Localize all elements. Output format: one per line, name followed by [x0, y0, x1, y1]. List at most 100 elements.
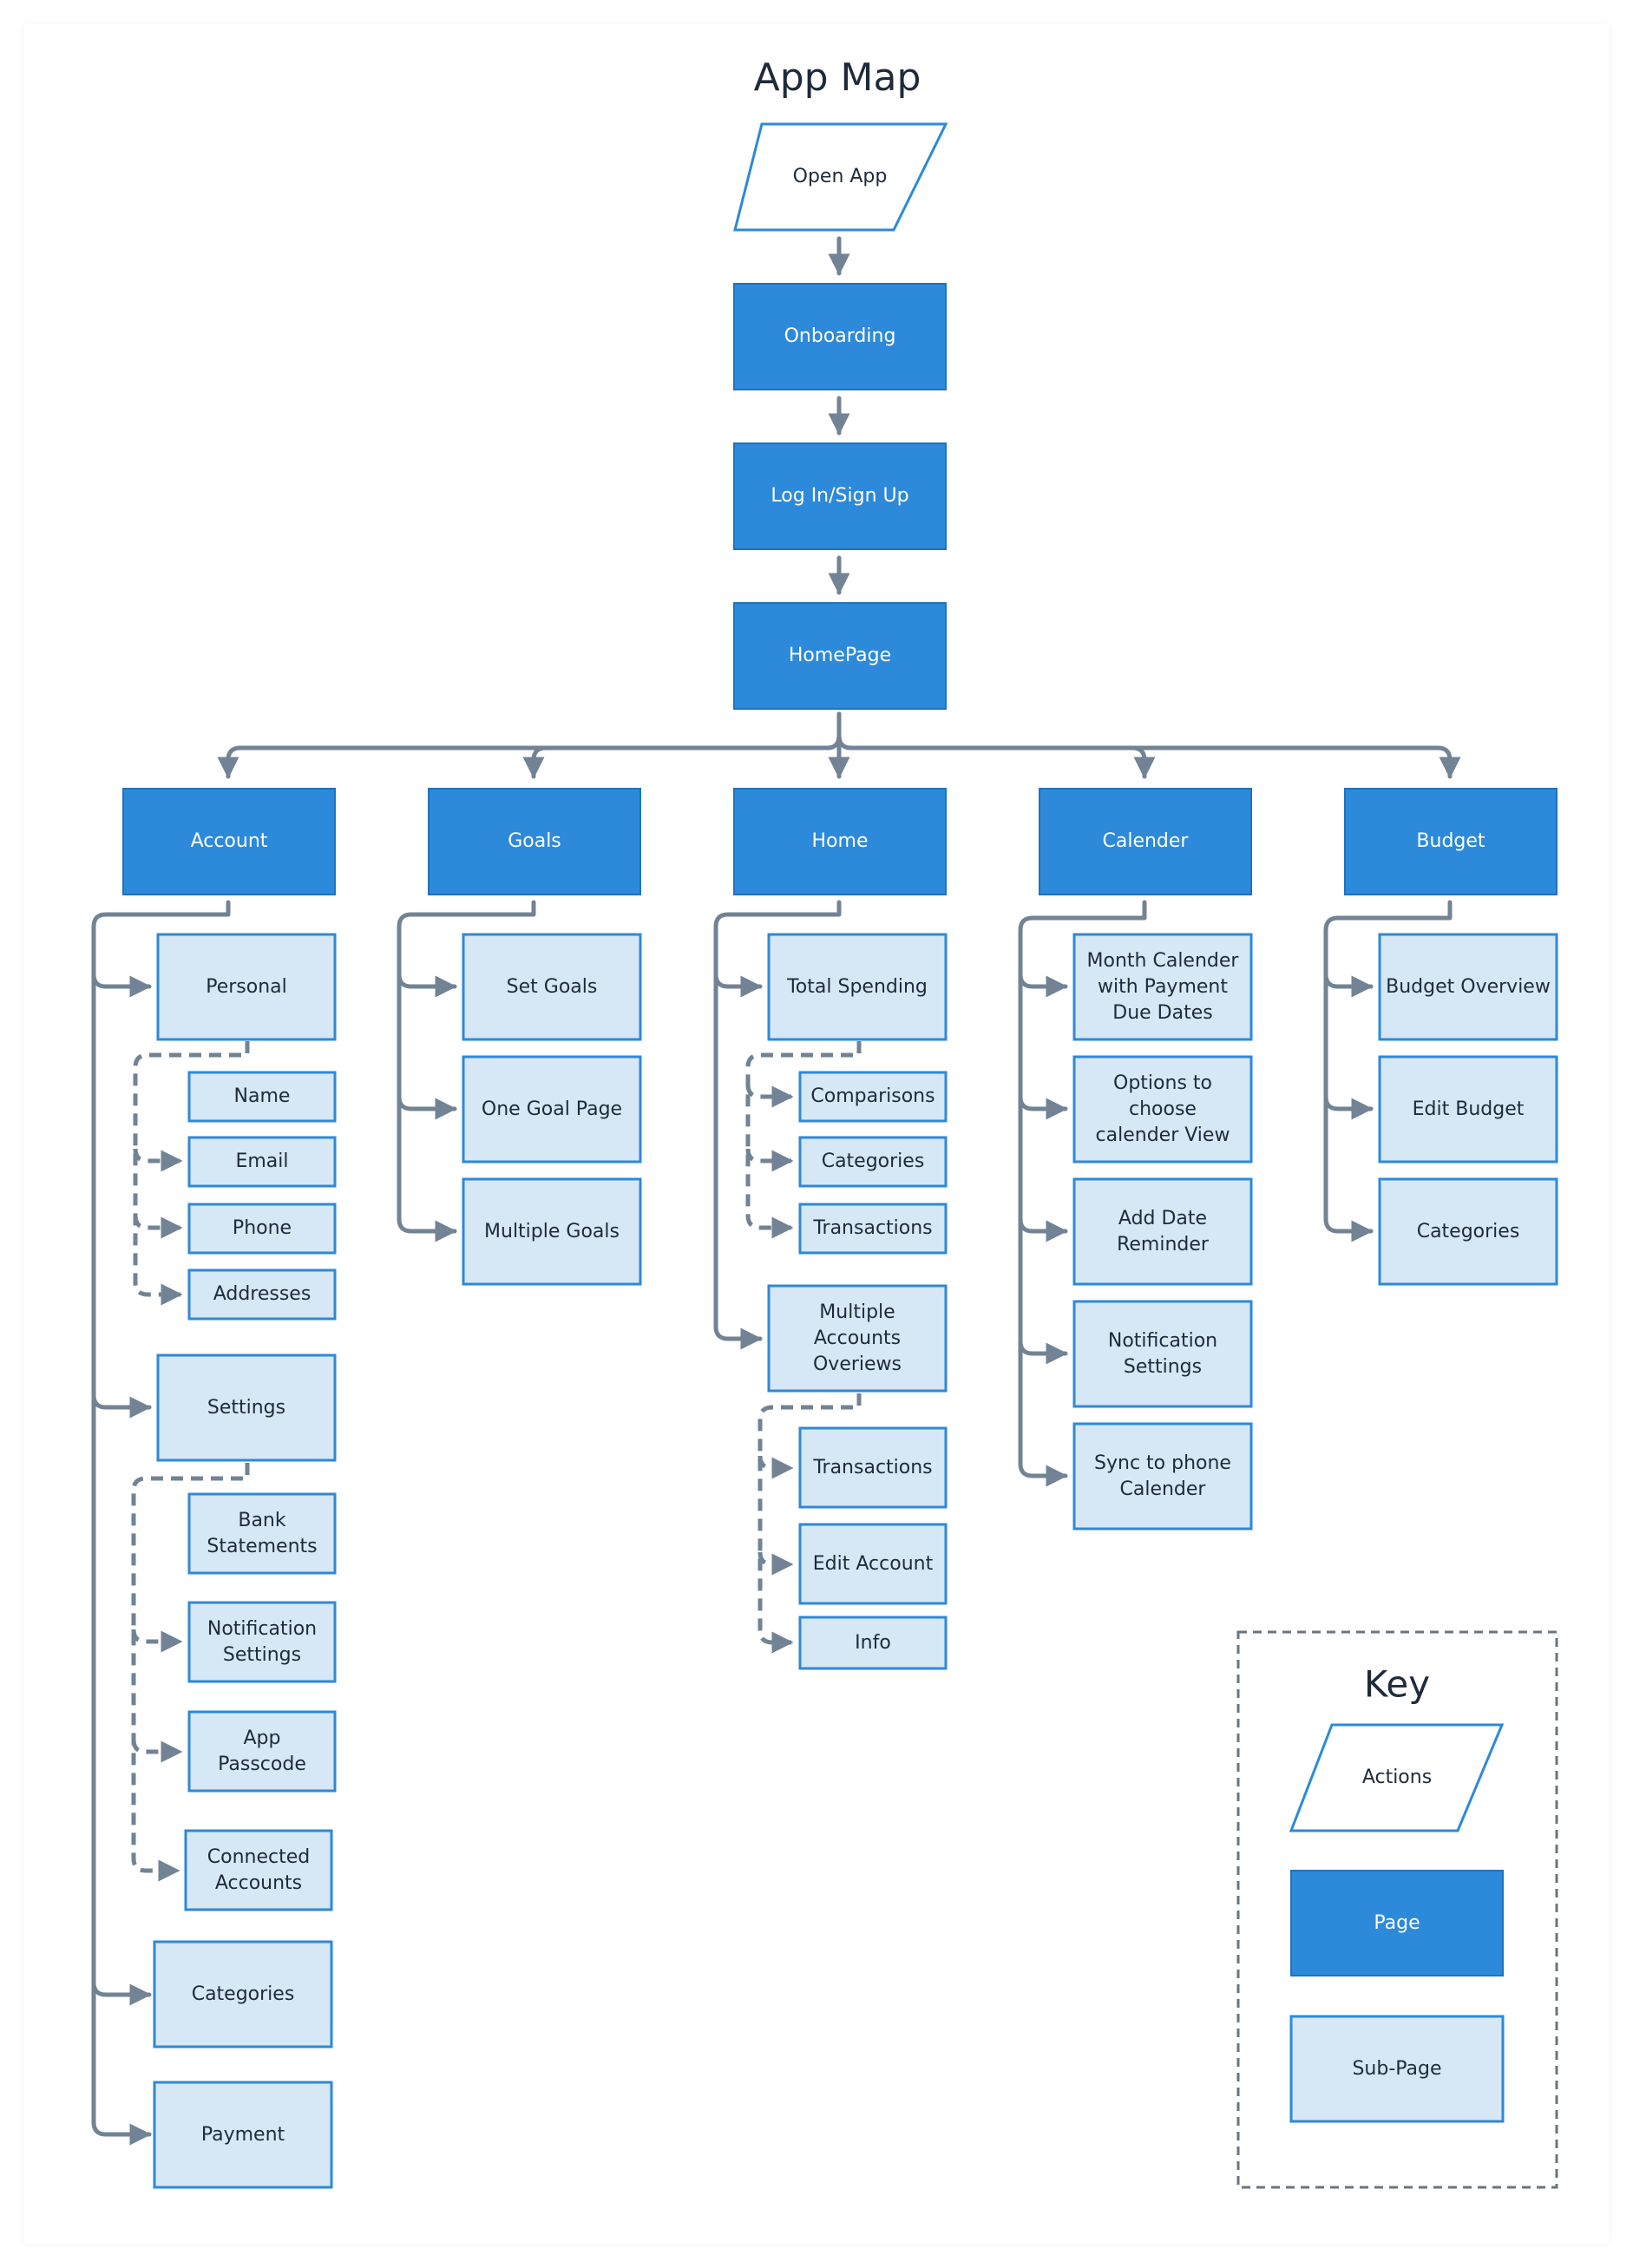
dashed-personal-email — [133, 1148, 183, 1172]
arrow-homepage-calender — [836, 711, 1156, 779]
node-label: Phone — [233, 1217, 292, 1239]
dashed-connectors — [131, 1041, 862, 1882]
arrow-budget-categories — [1323, 900, 1453, 1242]
node-label: Set Goals — [507, 976, 598, 998]
connectors — [91, 236, 1461, 2146]
node-label: Log In/Sign Up — [771, 485, 908, 507]
node-onboarding: Onboarding — [733, 283, 947, 390]
node-calender: Calender — [1039, 788, 1252, 895]
arrow-homepage-goals — [522, 711, 842, 779]
node-label: Comparisons — [810, 1085, 935, 1107]
arrow-account-categories — [91, 1980, 152, 2006]
arrow-goals-multiple — [397, 900, 536, 1242]
node-label: Calender — [1103, 830, 1190, 852]
node-label: Onboarding — [784, 325, 896, 347]
node-settings: Settings — [156, 1354, 337, 1462]
node-label: Transactions — [812, 1217, 932, 1239]
dashed-settings-passcode — [131, 1739, 183, 1763]
arrow-budget-edit — [1323, 1094, 1374, 1120]
node-budget-categories: Categories — [1378, 1177, 1558, 1286]
node-label: Edit Budget — [1413, 1098, 1525, 1120]
node-label: Transactions — [812, 1457, 932, 1478]
node-open-app: Open App — [733, 122, 948, 232]
node-label: Payment — [201, 2124, 285, 2146]
node-label: Edit Account — [813, 1553, 934, 1575]
key-subpage: Sub-Page — [1289, 2015, 1505, 2123]
dashed-settings-notification — [131, 1629, 183, 1653]
node-label: Categories — [822, 1150, 925, 1172]
arrow-account-personal — [91, 972, 152, 998]
node-label: HomePage — [789, 645, 891, 666]
arrow-budget-overview — [1323, 972, 1374, 998]
node-label: Personal — [206, 976, 287, 998]
key-page: Page — [1290, 1870, 1504, 1976]
node-account: Account — [122, 788, 336, 895]
node-label: Categories — [1417, 1221, 1520, 1242]
node-budget: Budget — [1344, 788, 1558, 895]
node-account-categories: Categories — [153, 1940, 333, 2048]
node-label: Account — [191, 830, 268, 852]
node-label: Goals — [508, 830, 561, 852]
arrow-homepage-budget — [836, 711, 1461, 779]
node-label: Budget Overview — [1386, 976, 1551, 998]
arrow-calender-sync — [1018, 900, 1147, 1487]
key-legend: Key Actions Page Sub-Page — [1236, 1630, 1558, 2189]
arrow-home-total-spending — [713, 972, 763, 998]
node-info: Info — [798, 1616, 948, 1670]
dashed-multiaccounts-transactions — [757, 1455, 794, 1479]
dashed-multiaccounts-info — [757, 1393, 862, 1654]
node-set-goals: Set Goals — [462, 933, 642, 1041]
node-edit-account: Edit Account — [798, 1523, 948, 1605]
node-edit-budget: Edit Budget — [1378, 1055, 1558, 1163]
arrow-calender-options — [1018, 1094, 1068, 1120]
arrow-calender-reminder — [1018, 1216, 1068, 1242]
node-home-transactions: Transactions — [798, 1203, 948, 1255]
dashed-spending-comparisons — [745, 1084, 794, 1108]
arrow-account-payment — [91, 900, 231, 2146]
node-label: One Goal Page — [482, 1098, 622, 1120]
node-phone: Phone — [187, 1203, 337, 1255]
dashed-personal-phone — [133, 1215, 183, 1239]
arrow-goals-set — [397, 972, 457, 998]
node-name: Name — [187, 1071, 337, 1123]
dashed-spending-transactions — [745, 1041, 862, 1239]
node-personal: Personal — [156, 933, 337, 1041]
node-label: Total Spending — [786, 976, 928, 998]
arrow-home-multiple-accounts — [713, 900, 842, 1350]
node-label: Addresses — [213, 1283, 312, 1305]
page-title: App Map — [754, 56, 921, 100]
node-label: Multiple Goals — [484, 1221, 620, 1242]
dashed-spending-categories — [745, 1148, 794, 1172]
node-homepage: HomePage — [733, 602, 947, 710]
node-addresses: Addresses — [187, 1268, 337, 1321]
node-payment: Payment — [153, 2081, 333, 2189]
node-label: Email — [235, 1150, 288, 1172]
node-one-goal-page: One Goal Page — [462, 1055, 642, 1163]
key-subpage-label: Sub-Page — [1352, 2058, 1441, 2080]
node-goals: Goals — [428, 788, 641, 895]
key-title: Key — [1364, 1663, 1430, 1706]
node-account-transactions: Transactions — [798, 1426, 948, 1509]
node-label: Info — [855, 1632, 891, 1654]
arrow-goals-one — [397, 1094, 457, 1120]
node-login: Log In/Sign Up — [733, 442, 947, 550]
node-budget-overview: Budget Overview — [1378, 933, 1558, 1041]
arrow-account-settings — [91, 1393, 152, 1419]
